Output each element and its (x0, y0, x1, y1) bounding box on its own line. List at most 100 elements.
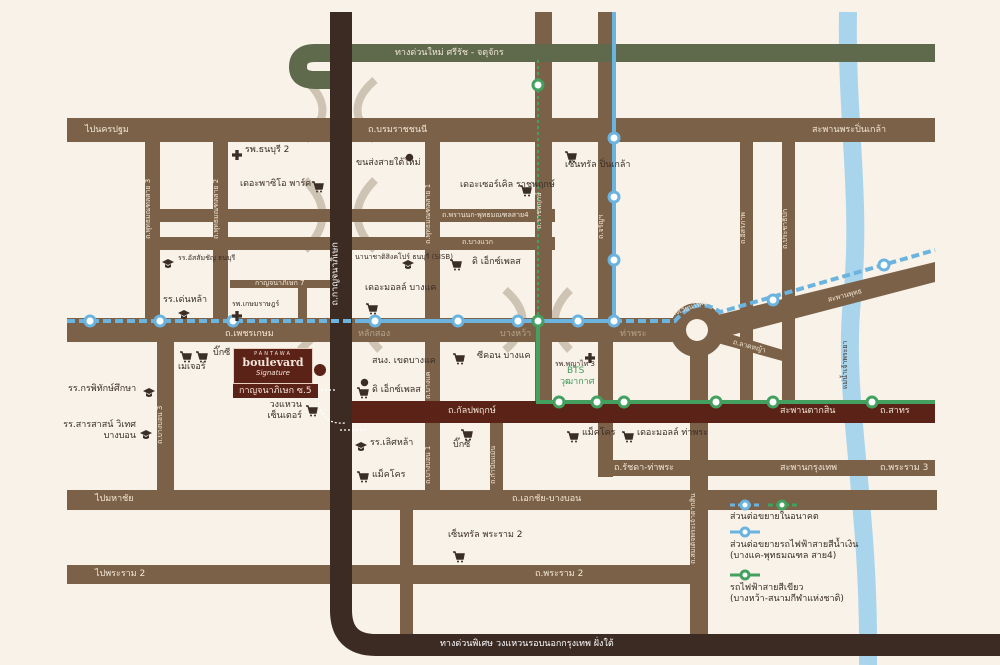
bang-waek-label: ถ.บางแวก (462, 238, 493, 246)
graduation-cap-icon (178, 306, 190, 319)
station-marker (766, 293, 780, 307)
phutthamonthon-1-label: ถ.พุทธมณฑลสาย 1 (424, 183, 432, 244)
shopping-cart-icon (461, 426, 473, 441)
korapit-label: รร.กรพิทักษ์ศึกษา (68, 384, 137, 394)
station-marker (451, 314, 465, 328)
legend-green-sub: (บางหว้า-สนามกีฬาแห่งชาติ) (730, 594, 844, 604)
thonburi2-hospital-label: รพ.ธนบุรี 2 (245, 145, 290, 155)
project-access-path (313, 389, 365, 431)
mall-bangkhae-label: เดอะมอลล์ บางแค (365, 283, 437, 293)
phetkasem-label: ถ.เพชรเกษม (225, 329, 274, 339)
express-2-label: ดิ เอ็กซ์เพลส (372, 385, 421, 395)
rama3-label: ถ.พระราม 3 (880, 463, 929, 473)
station-marker (531, 78, 545, 92)
shopping-cart-icon (450, 256, 462, 271)
assumption-label: รร.อัสสัมชัญ ธนบุรี (178, 254, 236, 262)
station-marker (607, 314, 621, 328)
kanlapaphruek-road (340, 401, 935, 423)
paseo-park-label: เดอะพาซิโอ พาร์ค (240, 179, 312, 189)
station-marker (153, 314, 167, 328)
hospital-cross-icon (232, 145, 244, 160)
wongwian-yai-center (686, 319, 708, 341)
isaraphap-label: ถ.อิสรภาพ (739, 212, 747, 244)
to-mahachai-label: ไปมหาชัย (95, 494, 134, 504)
graduation-cap-icon (140, 426, 152, 439)
charan-label: ถ.จรัญฯ (597, 214, 605, 239)
station-marker (607, 253, 621, 267)
mall-thaphra-label: เดอะมอลล์ ท่าพระ (637, 428, 708, 438)
stations (83, 78, 891, 409)
bigc-1-label: บิ๊กซี (213, 348, 231, 358)
major-label: เมเจอร์ (178, 362, 206, 372)
project-logo[interactable]: PANTAWA boulevard Signature (233, 348, 313, 384)
kamnan-maen-label: ถ.กำนันแม้น (489, 445, 497, 484)
ratchaphruek-v-label: ถ.ราชพฤกษ์ (535, 192, 543, 229)
shopping-cart-icon (366, 300, 378, 315)
project-brand: PANTAWA (254, 351, 292, 357)
district-office-label: สนง. เขตบางแค (372, 356, 436, 366)
circle-ratchaphruek-label: เดอะเซอร์เคิล ราชพฤกษ์ (460, 180, 555, 190)
rama2-label: ถ.พระราม 2 (535, 569, 584, 579)
legend-blue-ext: ส่วนต่อขยายรถไฟฟ้าสายสีน้ำเงิน (730, 540, 859, 550)
blue-line-dashed-east (614, 248, 936, 323)
legend-green: รถไฟฟ้าสายสีเขียว (730, 583, 804, 593)
bts-label: BTS (567, 366, 585, 376)
tha-phra-label: ท่าพระ (620, 329, 647, 339)
shopping-cart-icon (196, 348, 208, 363)
green-line (536, 321, 935, 404)
sisb-label: นานาชาติสิงคโปร์ ธนบุรี (SISB) (355, 253, 453, 261)
shopping-cart-icon (357, 468, 369, 483)
kanchanaphisek-label: ถ.กาญจนาภิเษก (330, 242, 341, 306)
lertla-label: รร.เลิศหล้า (370, 438, 414, 448)
lak-song-label: หลักสอง (358, 329, 391, 339)
shopping-cart-icon (357, 384, 369, 399)
phutthamonthon-2-label: ถ.พุทธมณฑลสาย 2 (212, 178, 220, 239)
phyathai3-label: รพ.พญาไท 3 (555, 360, 595, 368)
station-marker (607, 190, 621, 204)
krungthep-bridge-label: สะพานกรุงเทพ (780, 463, 838, 473)
bang-bon-1-label: ถ.บางบอน 1 (424, 445, 432, 484)
shopping-cart-icon (453, 548, 465, 563)
kanlapaphruek-label: ถ.กัลปพฤกษ์ (448, 406, 496, 416)
landmark-dot-icon (360, 372, 372, 387)
shopping-cart-icon (520, 182, 532, 197)
station-marker (511, 314, 525, 328)
legend-symbols (730, 499, 797, 581)
sarasas-label: รร.สารสาสน์ วิเทศ บางบอน (63, 420, 136, 441)
ekkachai-label: ถ.เอกชัย-บางบอน (512, 494, 582, 504)
station-marker (865, 395, 879, 409)
project-script: Signature (256, 369, 290, 377)
phutthamonthon-3-label: ถ.พุทธมณฑลสาย 3 (144, 178, 152, 239)
seacon-label: ซีคอน บางแค (477, 351, 531, 361)
kanchanaphisek-7-label: กาญจนาภิเษก 7 (255, 279, 305, 287)
project-name: boulevard (242, 356, 304, 369)
bigc-2-label: บิ๊กซี (453, 440, 471, 450)
denla-label: รร.เด่นหล้า (163, 295, 208, 305)
legend-future: ส่วนต่อขยายในอนาคต (730, 512, 819, 522)
station-marker (368, 314, 382, 328)
kanchanaphisek-expressway (330, 12, 1000, 656)
ratchada-thaphra-label: ถ.รัชดา-ท่าพระ (614, 463, 674, 473)
kasemrad-label: รพ.เกษมราษฎร์ (232, 300, 280, 308)
outer-ring-label: ทางด่วนพิเศษ วงแหวนรอบนอกกรุงเทพ ฝั่งใต้ (440, 639, 614, 649)
river-label: แม่น้ำเจ้าพระยา (841, 340, 849, 389)
station-marker (571, 314, 585, 328)
graduation-cap-icon (143, 384, 155, 397)
graduation-cap-icon (402, 256, 414, 269)
southern-bus-label: ขนส่งสายใต้ใหม่ (356, 158, 421, 168)
wutthakat-label: วุฒากาศ (560, 377, 595, 387)
to-nakhon-pathom-label: ไปนครปฐม (85, 125, 129, 135)
station-marker (590, 395, 604, 409)
station-marker (531, 314, 545, 328)
expressway-top-label: ทางด่วนใหม่ ศรีรัช - จตุจักร (395, 48, 504, 58)
to-rama2-label: ไปพระราม 2 (95, 569, 146, 579)
pinklao-bridge-label: สะพานพระปิ่นเกล้า (812, 125, 887, 135)
somdet-taksin-label: ถ.สมเด็จพระเจ้าตากสิน (689, 493, 697, 564)
shopping-cart-icon (180, 348, 192, 363)
prajadhipok-label: ถ.ประชาธิปก (781, 208, 789, 249)
taksin-bridge-label: สะพานตากสิน (780, 406, 836, 416)
top-expressway (288, 44, 935, 89)
bang-bon-3-label: ถ.บางบอน 3 (156, 405, 164, 444)
station-marker (607, 131, 621, 145)
